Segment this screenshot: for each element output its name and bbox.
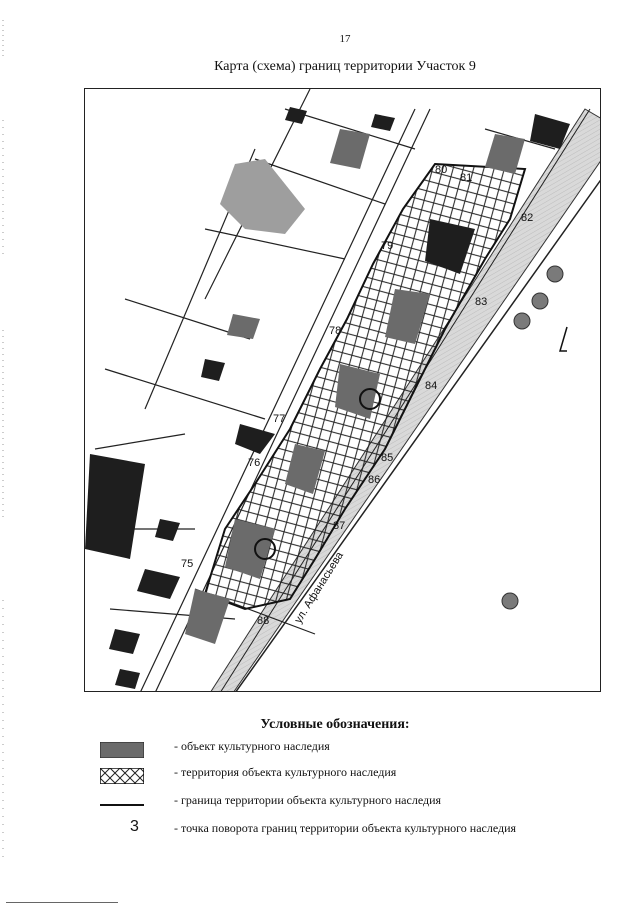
point-label-88: 88 xyxy=(257,615,269,627)
grey-parcel xyxy=(220,159,305,234)
turning-point-symbol: 3 xyxy=(130,818,139,835)
point-label-78: 78 xyxy=(329,325,341,337)
heritage-territory-map: ул. Афанасьева 75 76 77 78 79 80 81 82 8… xyxy=(84,88,601,692)
point-label-86: 86 xyxy=(368,474,380,486)
legend-item-heritage-object: - объект культурного наследия xyxy=(100,740,540,764)
page-number: 17 xyxy=(339,33,351,45)
point-label-79: 79 xyxy=(381,240,393,252)
point-label-75: 75 xyxy=(181,558,193,570)
legend-item-heritage-territory: - территория объекта культурного наследи… xyxy=(100,766,540,790)
legend-text: - объект культурного наследия xyxy=(174,739,330,753)
legend-title: Условные обозначения: xyxy=(260,717,410,732)
scan-margin-marks xyxy=(0,0,8,905)
footer-rule xyxy=(6,902,118,903)
legend-item-boundary-line: - граница территории объекта культурного… xyxy=(100,794,540,818)
point-label-77: 77 xyxy=(273,413,285,425)
parcel-lines xyxy=(94,89,556,691)
point-label-84: 84 xyxy=(425,380,437,392)
heritage-point-markers xyxy=(254,265,564,610)
legend-text: - граница территории объекта культурного… xyxy=(174,793,442,807)
point-label-85: 85 xyxy=(381,452,393,464)
legend-text: - точка поворота границ территории объек… xyxy=(174,821,517,835)
page-title: Карта (схема) границ территории Участок … xyxy=(214,59,476,74)
heritage-territory-symbol xyxy=(100,768,144,784)
legend-text: - территория объекта культурного наследи… xyxy=(174,765,397,779)
point-label-87: 87 xyxy=(333,520,345,532)
point-label-76: 76 xyxy=(248,457,260,469)
point-label-81: 81 xyxy=(460,172,472,184)
heritage-object-symbol xyxy=(100,742,144,758)
heritage-objects xyxy=(185,129,525,644)
boundary-line-symbol xyxy=(100,804,144,806)
buildings xyxy=(85,107,570,689)
point-label-82: 82 xyxy=(521,212,533,224)
point-label-83: 83 xyxy=(475,296,487,308)
legend-item-turning-point: 3 - точка поворота границ территории объ… xyxy=(100,818,540,852)
point-label-80: 80 xyxy=(435,164,447,176)
